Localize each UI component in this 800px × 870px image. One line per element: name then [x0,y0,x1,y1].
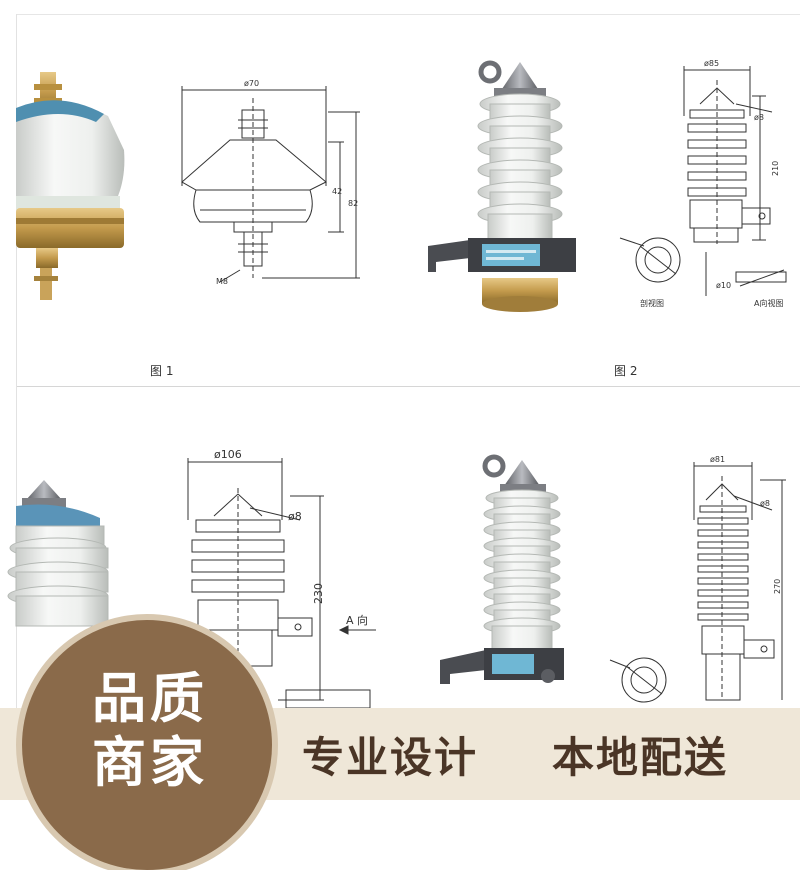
arrester-photo-fig4 [440,454,564,684]
arrester-drawing-fig1 [181,86,360,283]
fig3-hole-label: ø8 [288,510,302,523]
arrester-photo-fig3 [7,480,109,627]
fig3-direction-label: A 向 [346,613,368,627]
fig2-note-right: A向视图 [754,298,783,308]
fig2-hole-label: ø8 [754,113,764,122]
fig2-diameter-label: ø85 [704,59,719,68]
slogan-local-delivery: 本地配送 [552,733,729,782]
badge-line-1: 品质 [92,667,208,730]
fig2-height-label: 210 [771,161,780,176]
top-rule [16,14,800,15]
arrester-drawing-fig2 [619,66,787,296]
fig4-hole-label: ø8 [760,499,770,508]
fig1-overall-label: 82 [348,199,358,208]
badge-line-2: 商家 [92,731,208,794]
slogan-professional-design: 专业设计 [302,733,479,782]
fig4-diameter-label: ø81 [710,455,725,464]
fig1-thread-label: M8 [216,277,228,286]
fig2-bolt-label: ø10 [716,281,731,290]
arrester-photo-fig2 [428,60,576,312]
fig4-height-label: 270 [773,579,782,594]
fig3-diameter-label: ø106 [214,448,242,461]
figure-1-caption: 图 1 [150,364,174,378]
arrester-photo-fig1 [16,72,125,300]
section-divider [16,386,800,387]
figure-2-caption: 图 2 [614,364,638,378]
fig1-width-label: ø70 [244,79,259,88]
product-illustrations: ø70 42 82 M8 [7,59,787,709]
arrester-drawing-fig3 [187,458,376,709]
fig3-height-label: 230 [312,583,325,604]
fig1-height-label: 42 [332,187,342,196]
fig2-note-left: 剖视图 [640,298,664,308]
arrester-drawing-fig4 [609,462,786,703]
